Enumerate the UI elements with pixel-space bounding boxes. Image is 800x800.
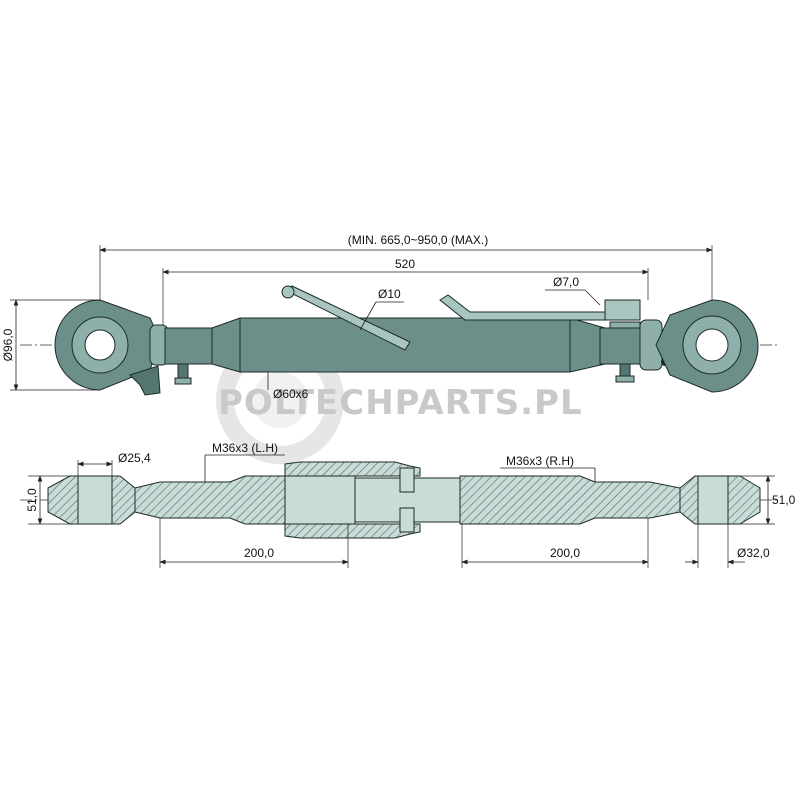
right-thread-label: M36x3 (R.H) bbox=[506, 454, 574, 468]
body-length-dimension: 520 bbox=[162, 257, 649, 325]
right-ball-joint bbox=[655, 299, 759, 393]
watermark-text: POLTECHPARTS.PL bbox=[218, 383, 583, 423]
left-ball-hole bbox=[84, 329, 116, 361]
left-height-label: 51,0 bbox=[25, 488, 39, 512]
clip-diameter-callout: Ø7,0 bbox=[545, 275, 601, 306]
right-threaded-shaft bbox=[459, 475, 681, 525]
overall-length-label: (MIN. 665,0~950,0 (MAX.) bbox=[348, 233, 488, 247]
left-threaded-shaft bbox=[134, 475, 286, 525]
clip-diameter-label: Ø7,0 bbox=[553, 275, 579, 289]
left-height-dimension: 51,0 bbox=[25, 475, 70, 525]
left-lug bbox=[129, 365, 161, 396]
ball-diameter-dimension: Ø96,0 bbox=[1, 299, 100, 391]
left-rod bbox=[164, 327, 221, 365]
left-thread-callout: M36x3 (L.H) bbox=[204, 441, 285, 482]
right-thread-callout: M36x3 (R.H) bbox=[500, 454, 596, 482]
ball-diameter-label: Ø96,0 bbox=[1, 328, 15, 361]
left-grease-nut bbox=[174, 363, 192, 385]
body-length-label: 520 bbox=[395, 257, 415, 271]
left-ball-joint bbox=[54, 299, 161, 396]
locking-clip[interactable] bbox=[439, 294, 641, 329]
pin-diameter-label: Ø10 bbox=[378, 287, 401, 301]
right-height-label: 51,0 bbox=[772, 493, 796, 507]
section-view: Ø25,4 M36x3 (L.H) M36x3 (R.H) 51,0 51,0 bbox=[20, 441, 796, 568]
tube-diameter-callout: Ø60x6 bbox=[267, 372, 309, 401]
left-ball-hole-label: Ø25,4 bbox=[118, 451, 151, 465]
right-ball-hole bbox=[695, 328, 729, 362]
left-thread-length-label: 200,0 bbox=[244, 546, 274, 560]
right-thread-length-label: 200,0 bbox=[550, 546, 580, 560]
right-ball-hole-dimension: Ø32,0 bbox=[685, 524, 770, 568]
pin-diameter-callout: Ø10 bbox=[359, 287, 404, 331]
overall-length-dimension: (MIN. 665,0~950,0 (MAX.) bbox=[99, 233, 713, 300]
tube-section bbox=[284, 461, 461, 539]
left-thread-label: M36x3 (L.H) bbox=[212, 441, 278, 455]
left-ball-section bbox=[47, 475, 136, 525]
right-ball-section bbox=[679, 475, 761, 525]
right-grease-nut bbox=[615, 363, 635, 383]
tube-diameter-label: Ø60x6 bbox=[273, 387, 309, 401]
tube-handle-lever[interactable] bbox=[281, 285, 411, 351]
left-ball-hole-dimension: Ø25,4 bbox=[77, 451, 151, 476]
left-thread-length-dimension: 200,0 bbox=[159, 518, 349, 568]
right-height-dimension: 51,0 bbox=[740, 475, 796, 525]
top-view: (MIN. 665,0~950,0 (MAX.) 520 Ø10 Ø7,0 Ø6… bbox=[1, 233, 780, 401]
right-ball-hole-label: Ø32,0 bbox=[737, 546, 770, 560]
right-rod bbox=[599, 327, 646, 365]
right-thread-length-dimension: 200,0 bbox=[461, 518, 649, 568]
